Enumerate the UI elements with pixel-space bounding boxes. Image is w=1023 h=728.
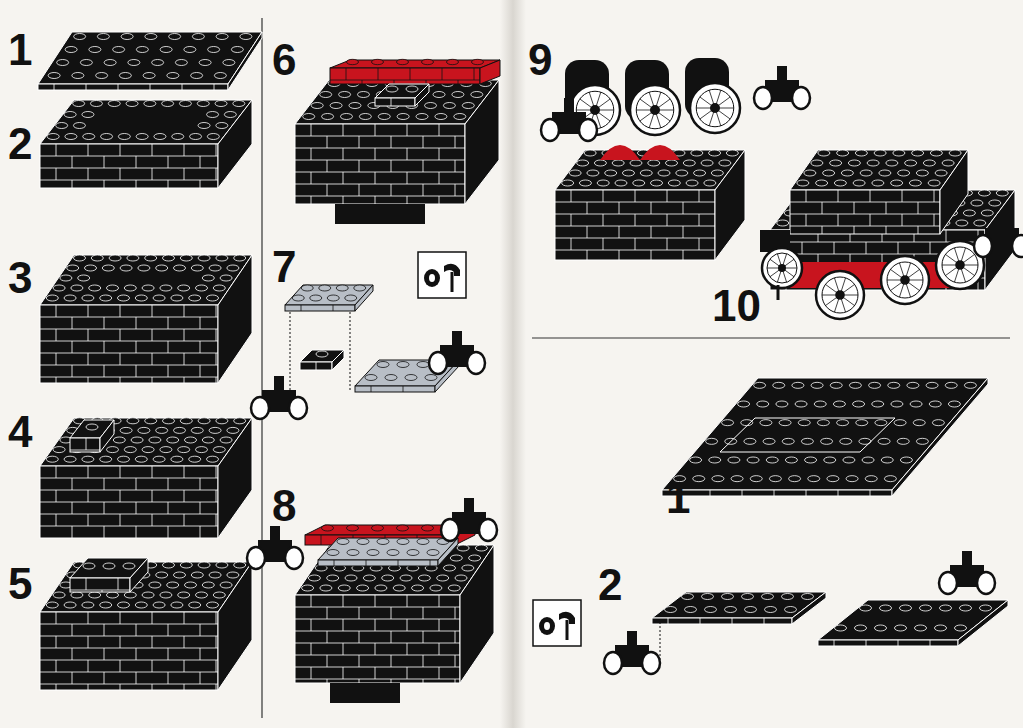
wheel-bogie	[251, 376, 307, 419]
guide-line	[290, 312, 291, 390]
step-number: 7	[272, 245, 296, 289]
divider-line	[261, 18, 262, 718]
step-number: 3	[8, 256, 32, 300]
guide-line	[660, 622, 661, 660]
brick-assembly	[790, 150, 968, 234]
brick-assembly	[38, 32, 262, 90]
step-number: 10	[712, 284, 761, 328]
brick-assembly	[40, 418, 252, 538]
axle-pin	[777, 285, 780, 300]
step-number: 1	[8, 28, 32, 72]
brick-assembly	[295, 80, 499, 204]
brick-assembly	[40, 100, 252, 188]
wheel	[630, 85, 680, 135]
step-number: 4	[8, 410, 32, 454]
wheel-bogie	[247, 526, 303, 569]
wheel-bogie	[429, 331, 485, 374]
brick-assembly	[330, 59, 500, 84]
brick-assembly	[300, 350, 344, 370]
wheel	[762, 248, 802, 288]
brick-assembly	[285, 285, 373, 311]
brick-assembly	[818, 600, 1008, 646]
brick-assembly	[40, 562, 252, 690]
step-number: 6	[272, 38, 296, 82]
brick	[335, 204, 425, 224]
part-icon	[533, 600, 581, 646]
step-number: 5	[8, 562, 32, 606]
wheel-bogie	[604, 631, 660, 674]
wheel-bogie	[441, 498, 497, 541]
brick-assembly	[652, 592, 826, 624]
step-number: 9	[528, 38, 552, 82]
brick	[330, 683, 400, 703]
wheel	[690, 83, 740, 133]
brick-assembly	[295, 545, 494, 683]
wheel-bogie	[541, 98, 597, 141]
wheel-bogie	[939, 551, 995, 594]
brick-assembly	[40, 255, 252, 383]
step-number: 2	[8, 122, 32, 166]
wheel-bogie	[754, 66, 810, 109]
brick-assembly	[70, 420, 114, 452]
step-number: 1	[666, 476, 690, 520]
step-number: 2	[598, 563, 622, 607]
wheel-bogie	[974, 214, 1023, 257]
wheel	[816, 271, 864, 319]
inner-plate-outline	[720, 418, 895, 452]
brick-assembly	[70, 558, 148, 592]
book-spine	[500, 0, 526, 728]
brick-assembly	[318, 538, 458, 566]
brick-assembly	[555, 150, 745, 260]
brick-assembly	[662, 378, 988, 496]
guide-line	[350, 312, 351, 390]
divider-line	[532, 337, 1010, 338]
brick-assembly	[375, 84, 429, 106]
red-brick	[600, 145, 680, 160]
wheel	[881, 256, 929, 304]
step-number: 8	[272, 484, 296, 528]
part-icon	[418, 252, 466, 298]
